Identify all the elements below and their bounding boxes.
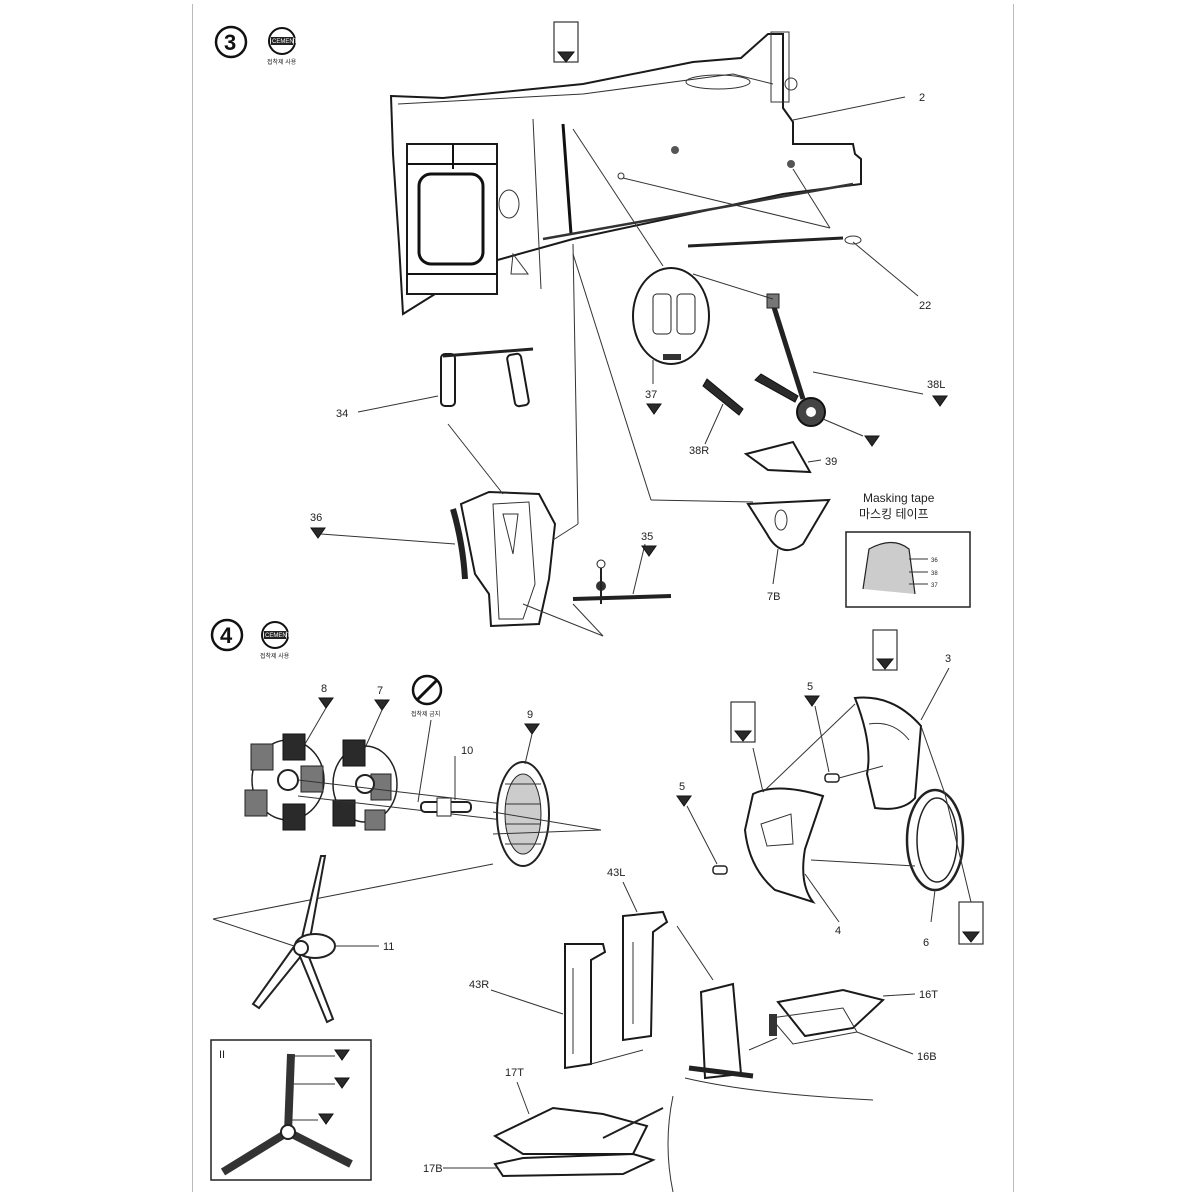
inset-label: II: [219, 1049, 225, 1061]
label-part-7B: 7B: [767, 591, 780, 603]
label-part-36: 36: [310, 512, 322, 524]
label-part-38R: 38R: [689, 445, 709, 457]
cowling-ring-part-6: [905, 788, 965, 892]
step-3-header: 3 CEMENT 접착제 사용: [214, 25, 298, 66]
label-part-10: 10: [461, 745, 473, 757]
label-part-38L: 38L: [927, 379, 945, 391]
svg-text:36: 36: [931, 558, 938, 564]
cement-icon: CEMENT: [268, 27, 298, 55]
label-part-11: 11: [383, 941, 394, 953]
label-part-17T: 17T: [505, 1067, 524, 1079]
label-part-17B: 17B: [423, 1163, 443, 1175]
label-part-3: 3: [945, 653, 951, 665]
stabilizer-part-17: [492, 1106, 664, 1178]
cowling-lower-part-4: [743, 787, 825, 904]
rudder-part-43L: [622, 910, 669, 1042]
step-3-number: 3: [224, 30, 236, 55]
glue-note-3: 접착제 사용: [267, 58, 297, 66]
cowling-upper-part-3: [853, 696, 923, 810]
no-glue-icon: 접착제 금지: [411, 674, 443, 718]
glue-note-4: 접착제 사용: [260, 652, 290, 660]
elevator-part-16: [769, 988, 886, 1045]
label-part-5-upper: 5: [807, 681, 813, 693]
no-glue-note: 접착제 금지: [411, 710, 440, 718]
svg-text:37: 37: [931, 583, 938, 589]
label-part-6: 6: [923, 937, 929, 949]
propeller-part-11: [251, 855, 336, 1024]
assembly-diagram: 3 CEMENT 접착제 사용: [210, 21, 984, 1192]
control-stick-part-35: [572, 559, 672, 604]
label-part-43L: 43L: [607, 867, 625, 879]
label-part-8: 8: [321, 683, 327, 695]
cowling-marker-boxes: [730, 629, 984, 945]
label-part-16B: 16B: [917, 1051, 937, 1063]
step-4-number: 4: [220, 623, 233, 648]
part-39: [743, 440, 812, 474]
fin-and-fuselage-tail: [667, 982, 874, 1192]
gearbox-part-9: [496, 761, 550, 867]
svg-text:CEMENT: CEMENT: [272, 39, 298, 45]
instruction-sheet: 3 CEMENT 접착제 사용: [192, 4, 1014, 1192]
fuselage-half-part-2: [389, 31, 862, 316]
tail-gear-part-38: [702, 293, 826, 427]
engine-rear-row-part-8: [244, 733, 325, 831]
svg-text:CEMENT: CEMENT: [265, 633, 291, 639]
rudder-part-43R: [564, 943, 607, 1070]
propeller-inset-box: II: [210, 1039, 372, 1181]
masking-tape-callout: Masking tape 마스킹 테이프 36 38 37: [845, 491, 971, 608]
label-part-22: 22: [919, 300, 931, 312]
label-part-4: 4: [835, 925, 841, 937]
label-part-34: 34: [336, 408, 348, 420]
label-part-5-lower: 5: [679, 781, 685, 793]
masking-title-ko: 마스킹 테이프: [859, 507, 929, 521]
wheel-well-part-37: [632, 267, 710, 365]
cement-icon: CEMENT: [261, 621, 291, 649]
label-part-7: 7: [377, 685, 383, 697]
pin-part-5-upper: [824, 773, 840, 783]
step-4-header: 4 CEMENT 접착제 사용: [210, 618, 291, 660]
label-part-39: 39: [825, 456, 837, 468]
seat-supports-part-34: [440, 347, 534, 408]
paint-marker-top: [553, 21, 579, 63]
masking-title-en: Masking tape: [863, 491, 935, 505]
cockpit-seat-assembly: [450, 490, 557, 628]
label-part-2: 2: [919, 92, 925, 104]
label-part-35: 35: [641, 531, 653, 543]
part-7B: [746, 498, 831, 552]
label-part-43R: 43R: [469, 979, 489, 991]
rod-part-22: [542, 168, 919, 297]
engine-front-row-part-7: [332, 739, 398, 831]
label-part-9: 9: [527, 709, 533, 721]
shaft-part-10: [420, 797, 472, 817]
pin-part-5-lower: [712, 865, 728, 875]
svg-text:38: 38: [931, 571, 938, 577]
paint-marker-37: [646, 403, 662, 415]
label-part-16T: 16T: [919, 989, 938, 1001]
label-part-37: 37: [645, 389, 657, 401]
